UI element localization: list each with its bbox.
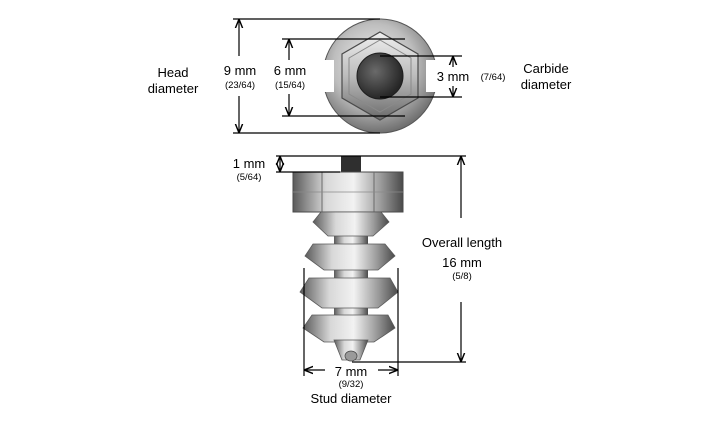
stud-top-view xyxy=(318,18,442,134)
carbide-diameter-imperial: (7/64) xyxy=(480,72,506,83)
top-view-dimension-lines xyxy=(233,18,462,134)
hex-size-imperial: (15/64) xyxy=(274,80,306,91)
hex-size-metric: 6 mm xyxy=(273,63,307,78)
carbide-diameter-label-line1: Carbide xyxy=(523,61,569,76)
overall-length-label: Overall length xyxy=(421,235,503,250)
stud-side-view xyxy=(292,156,404,362)
side-view-dimension-lines xyxy=(276,155,466,376)
stud-diameter-metric: 7 mm xyxy=(334,364,368,379)
head-diameter-label-line1: Head xyxy=(157,65,189,80)
tip-protrusion-metric: 1 mm xyxy=(232,156,266,171)
overall-length-imperial: (5/8) xyxy=(452,271,472,282)
head-diameter-label-line2: diameter xyxy=(147,81,199,96)
head-diameter-metric: 9 mm xyxy=(223,63,257,78)
carbide-diameter-metric: 3 mm xyxy=(436,69,470,84)
stud-diameter-imperial: (9/32) xyxy=(338,379,364,390)
stud-diameter-label: Stud diameter xyxy=(310,391,392,406)
overall-length-metric: 16 mm xyxy=(442,255,482,270)
head-diameter-imperial: (23/64) xyxy=(224,80,256,91)
tip-protrusion-imperial: (5/64) xyxy=(236,172,262,183)
carbide-diameter-label-line2: diameter xyxy=(520,77,572,92)
